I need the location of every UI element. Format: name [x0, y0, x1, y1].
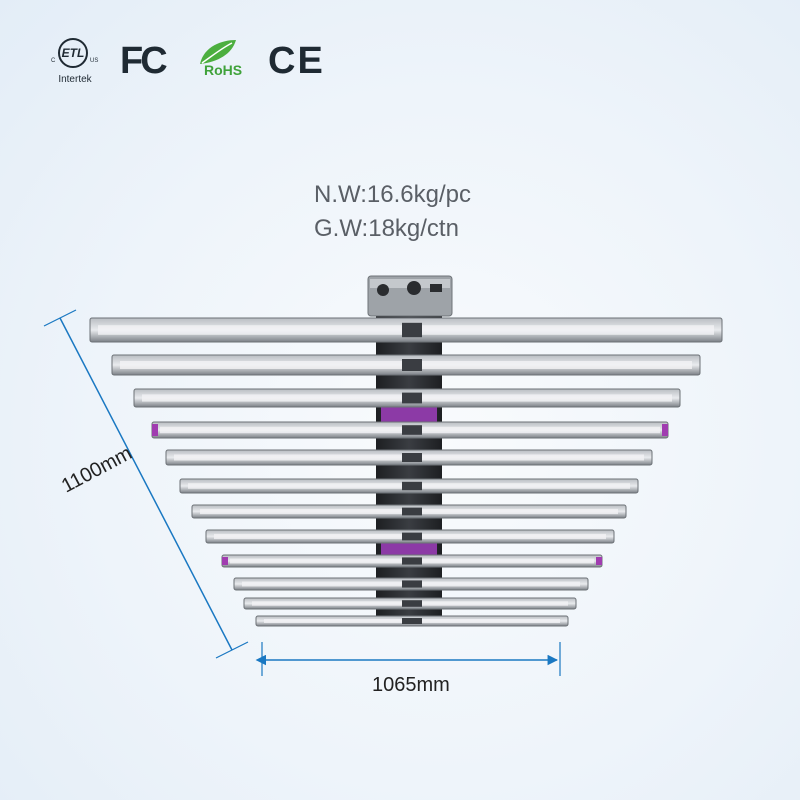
led-bar	[133, 388, 681, 408]
fc-logo: FC	[120, 40, 168, 82]
ce-logo: CE	[268, 40, 325, 82]
led-bar	[221, 554, 603, 568]
driver-box	[367, 275, 453, 317]
weight-specs: N.W:16.6kg/pc G.W:18kg/ctn	[314, 178, 471, 246]
dimmer-knob-right	[407, 281, 421, 295]
led-bar	[205, 529, 615, 544]
width-label: 1065mm	[372, 674, 450, 696]
dimmer-knob-left	[377, 284, 389, 296]
etl-mark: ETL	[61, 46, 85, 60]
led-bar	[255, 615, 569, 627]
net-weight: N.W:16.6kg/pc	[314, 181, 471, 208]
led-bar	[179, 478, 639, 494]
height-dimension	[43, 309, 249, 659]
led-bar	[165, 449, 653, 466]
rohs-text: RoHS	[204, 62, 243, 78]
width-dimension	[255, 642, 561, 676]
led-bar	[151, 421, 669, 439]
etl-ring: ETL	[58, 38, 88, 68]
led-bar	[233, 577, 589, 591]
led-bar	[89, 317, 723, 343]
connector-port	[430, 284, 442, 292]
etl-logo: ETL C US Intertek	[48, 36, 102, 96]
leaf-icon	[200, 40, 236, 64]
gross-weight: G.W:18kg/ctn	[314, 215, 459, 242]
etl-brand: Intertek	[58, 74, 92, 85]
led-bar	[191, 504, 627, 519]
etl-us-label: US	[90, 58, 99, 64]
led-bar	[243, 597, 577, 610]
certification-logos: ETL C US Intertek FC RoHS CE	[48, 36, 348, 96]
led-bars	[89, 317, 723, 627]
rohs-logo: RoHS	[190, 38, 254, 88]
etl-c-label: C	[51, 58, 56, 64]
led-bar	[111, 354, 701, 376]
